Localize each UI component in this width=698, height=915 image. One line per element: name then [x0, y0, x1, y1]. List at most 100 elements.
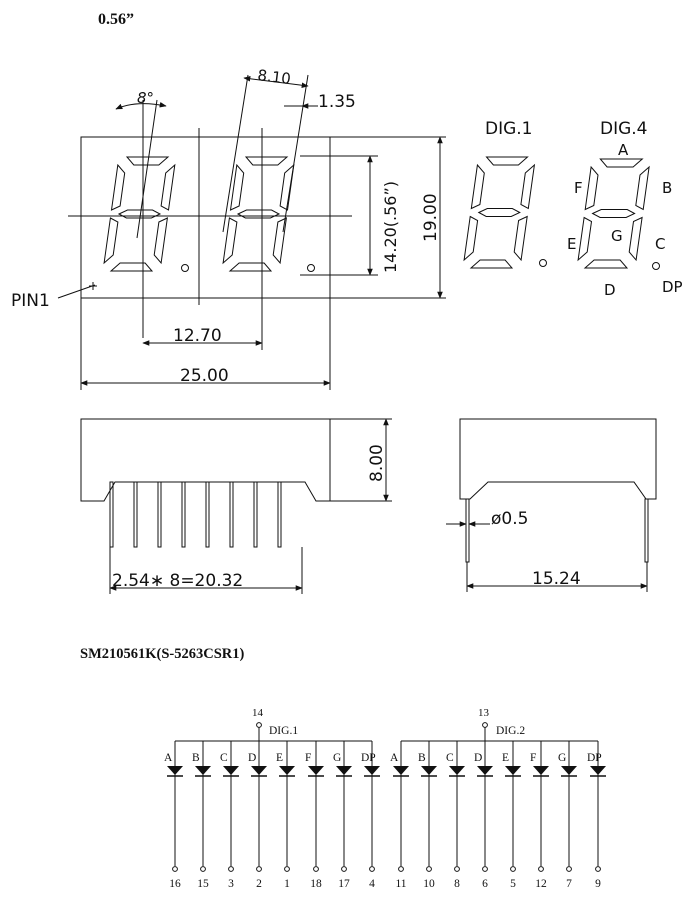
side-view-pin [109, 481, 114, 548]
front-digit-1-segment-a [125, 156, 170, 166]
pin-number-dig1: 15 [197, 878, 209, 890]
legend-digit-4 [577, 158, 650, 269]
front-digit-1 [103, 156, 176, 272]
front-dp-1 [181, 264, 189, 272]
side-view-pin [181, 481, 186, 548]
depth-label: 8.00 [367, 444, 387, 482]
segment-label-c-dig2: C [446, 752, 454, 764]
schematic-diodes: A16B15C3D2E1F18G17DP4A11B10C8D6E5F12G7DP… [164, 741, 606, 890]
segment-label-e-dig1: E [276, 752, 283, 764]
pin-number-dig1: 4 [369, 878, 375, 890]
front-digit-2-segment-f [229, 163, 245, 211]
side-view-pin [205, 481, 210, 548]
common-pin-dig2: 13 [478, 707, 490, 719]
segment-label-f: F [574, 179, 583, 197]
front-digit-1-segment-d [109, 262, 154, 272]
pin-diameter-label: ø0.5 [491, 509, 528, 529]
legend-digit-1-segment-f [470, 163, 485, 210]
pin-number-dig1: 1 [284, 878, 290, 890]
pin-terminal [482, 866, 488, 872]
segment-label-g-dig2: G [558, 752, 566, 764]
side-view-pin [253, 481, 258, 548]
legend-digit-1 [463, 156, 536, 269]
end-view [446, 418, 657, 592]
pin-terminal [369, 866, 375, 872]
segment-label-dp-dig2: DP [587, 752, 602, 764]
pin-number-dig2: 9 [595, 878, 601, 890]
pitch-ext-left [222, 74, 249, 233]
side-view-body [80, 418, 331, 502]
diode-symbol [195, 766, 211, 775]
segment-label-c-dig1: C [220, 752, 228, 764]
dp-offset-label: 1.35 [318, 92, 356, 112]
part-number: SM210561K(S-5263CSR1) [80, 646, 245, 662]
diode-symbol [336, 766, 352, 775]
segment-label-g-dig1: G [333, 752, 341, 764]
front-digit-2-segment-b [279, 163, 295, 211]
legend-dig1-label: DIG.1 [485, 119, 533, 139]
pin-terminal [341, 866, 347, 872]
diode-symbol [421, 766, 437, 775]
diode-symbol [505, 766, 521, 775]
diode-symbol [393, 766, 409, 775]
common-pin-dig2-terminal [482, 722, 488, 728]
common-pin-dig1: 14 [252, 707, 264, 719]
legend-digit-1-segment-b [520, 163, 536, 210]
pin-number-dig2: 6 [482, 878, 488, 890]
segment-label-a: A [618, 141, 629, 159]
segment-label-b-dig2: B [418, 752, 426, 764]
legend-dp-4 [652, 262, 660, 270]
legend-digit-4-segment-f [584, 165, 599, 211]
segment-label-f-dig1: F [305, 752, 311, 764]
pin-spacing-label: 2.54∗ 8=20.32 [112, 571, 243, 591]
front-digit-2 [222, 156, 295, 272]
legend-digit-1-segment-g [477, 208, 521, 217]
circuit-schematic: 14 13 DIG.1 DIG.2 A16B15C3D2E1F18G17DP4A… [164, 707, 606, 890]
common-pin-dig1-terminal [256, 722, 262, 728]
pin-terminal [200, 866, 206, 872]
legend-digit-4-segment-a [599, 158, 644, 168]
legend-digit-1-segment-e [463, 215, 479, 262]
diode-symbol [167, 766, 183, 775]
angle-arc [115, 102, 167, 110]
front-digit-2-segment-c [272, 217, 288, 265]
pin-terminal [538, 866, 544, 872]
pin-terminal [454, 866, 460, 872]
front-digit-1-segment-e [103, 217, 119, 265]
schematic-dig1-label: DIG.1 [269, 725, 298, 737]
legend-digit-4-segment-d [583, 259, 629, 269]
pin-number-dig1: 18 [310, 878, 322, 890]
pin-terminal [426, 866, 432, 872]
pin-number-dig1: 16 [169, 878, 181, 890]
schematic-dig2-label: DIG.2 [496, 725, 525, 737]
diode-symbol [590, 766, 606, 775]
legend-digit-1-segment-d [469, 259, 514, 269]
side-view [80, 418, 392, 594]
side-view-pins [109, 481, 282, 548]
pin-span-label: 12.70 [173, 326, 222, 346]
body-width-label: 25.00 [180, 366, 229, 386]
pin-terminal [256, 866, 262, 872]
front-digit-2-segment-g [236, 209, 281, 219]
digit-height-label: 14.20(.56”) [381, 181, 400, 273]
side-view-pin [133, 481, 138, 548]
pin-terminal [284, 866, 290, 872]
angle-label: 8° [137, 89, 154, 107]
pin-terminal [510, 866, 516, 872]
pin-terminal [228, 866, 234, 872]
pin1-leader [57, 284, 96, 299]
front-digit-1-segment-b [160, 163, 176, 211]
legend-digit-1-segment-c [513, 215, 528, 262]
pin-number-dig2: 7 [566, 878, 572, 890]
pin-number-dig1: 3 [228, 878, 234, 890]
pin-number-dig2: 10 [423, 878, 435, 890]
segment-label-e-dig2: E [502, 752, 509, 764]
segment-label-g: G [611, 227, 623, 245]
pin-number-dig1: 2 [256, 878, 262, 890]
legend-dig4-label: DIG.4 [600, 119, 648, 139]
size-title: 0.56” [98, 11, 134, 28]
segment-label-a-dig1: A [164, 752, 173, 764]
diode-symbol [477, 766, 493, 775]
pitch-ext-right [282, 74, 309, 233]
